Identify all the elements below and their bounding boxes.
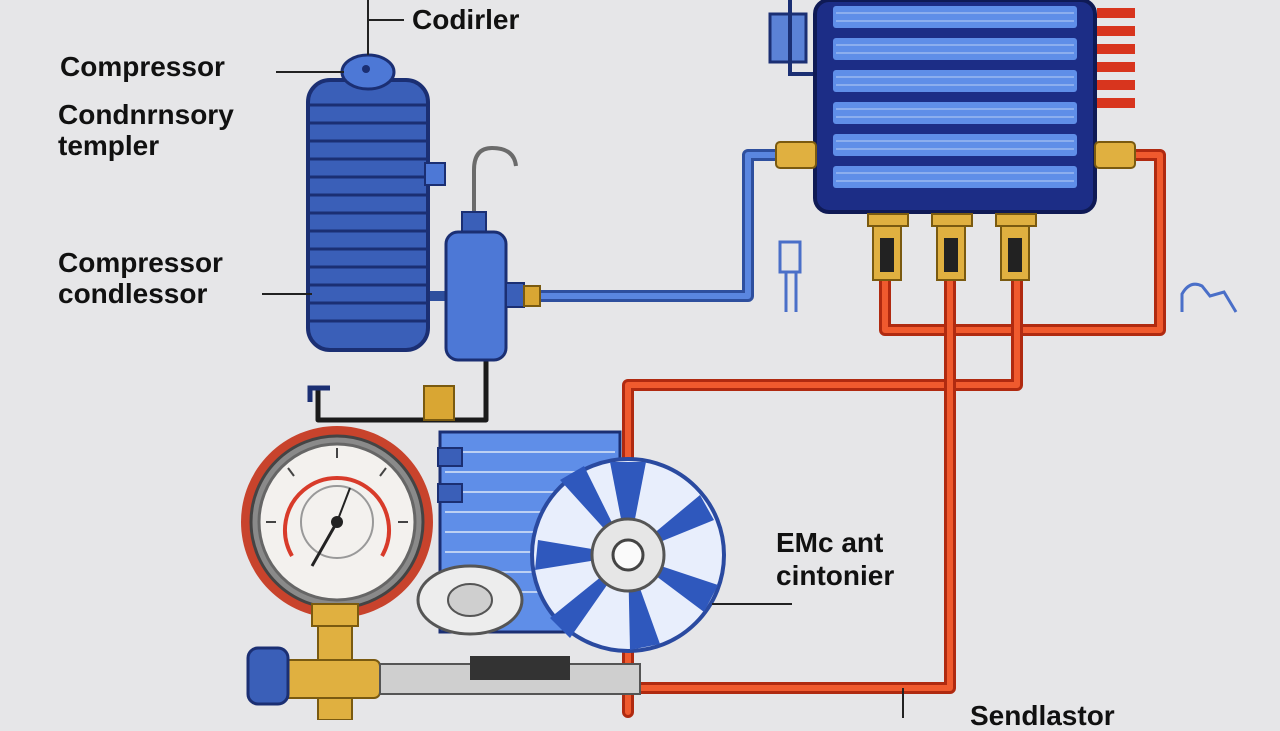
blue-pipe-core: [517, 152, 793, 299]
label-bottom: Sendlastor: [970, 700, 1115, 731]
label-compressor: Compressor: [60, 51, 225, 82]
label-condensory-line2: templer: [58, 130, 160, 161]
black-line: [315, 357, 489, 423]
label-fan-line1: EMc ant: [776, 527, 884, 558]
compressor-tank-icon: [306, 0, 446, 352]
service-valve-icon: [778, 240, 1238, 313]
label-compressor-condlessor-line2: condlessor: [58, 278, 208, 309]
filter-drier-icon: [444, 145, 541, 362]
label-fan-line2: cintonier: [776, 560, 895, 591]
label-condensory-line1: Condnrnsory: [58, 99, 234, 130]
fan-icon: [416, 430, 726, 653]
label-condenser-top: Codirler: [412, 4, 520, 35]
leader-lines: [262, 19, 904, 718]
label-compressor-condlessor-line1: Compressor: [58, 247, 223, 278]
pressure-gauge-icon: [241, 385, 641, 720]
condenser-coil-icon: [768, 0, 1136, 281]
red-pipe-right-core: [882, 152, 1163, 333]
